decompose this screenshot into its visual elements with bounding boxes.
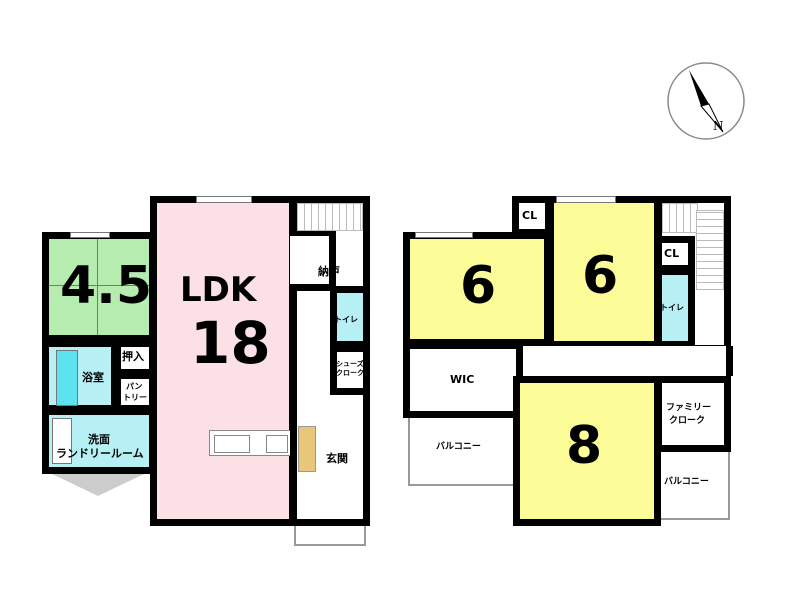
bedroom-middle-size: 6 bbox=[582, 246, 619, 306]
walk-in-closet bbox=[403, 342, 523, 418]
window bbox=[556, 196, 616, 203]
toilet-2f bbox=[655, 268, 695, 348]
bathtub bbox=[56, 350, 78, 406]
family-closet-label-1: ファミリー bbox=[666, 403, 712, 413]
shoe-closet-label-1: シューズ bbox=[336, 360, 364, 368]
closet-right-label: CL bbox=[664, 247, 680, 260]
compass: N bbox=[665, 60, 747, 142]
toilet-2f-label: トイレ bbox=[660, 303, 684, 312]
ldk-label: LDK bbox=[180, 270, 257, 310]
sink-icon bbox=[214, 435, 250, 453]
wash-basin bbox=[52, 418, 72, 464]
balcony-right bbox=[652, 448, 730, 520]
closet-left-label: CL bbox=[522, 209, 538, 222]
family-closet-label-2: クローク bbox=[669, 416, 706, 426]
bay-window bbox=[52, 474, 144, 496]
compass-icon bbox=[667, 62, 745, 140]
wic-label: WIC bbox=[450, 373, 475, 386]
stove-icon bbox=[266, 435, 288, 453]
stairs bbox=[297, 203, 363, 231]
north-label: N bbox=[713, 119, 724, 133]
bedroom-large-size: 8 bbox=[566, 416, 603, 476]
window bbox=[70, 232, 110, 238]
toilet-1f bbox=[330, 286, 370, 348]
bedroom-large bbox=[513, 376, 661, 526]
storage-room bbox=[290, 231, 336, 291]
family-closet bbox=[655, 376, 731, 452]
balcony-left bbox=[408, 410, 518, 486]
entrance-label: 玄関 bbox=[326, 452, 348, 465]
hallway-2f bbox=[518, 346, 733, 376]
shoe-closet-label-2: クローク bbox=[336, 369, 364, 377]
washroom-label-2: ランドリールーム bbox=[56, 447, 144, 460]
bedroom-left-size: 6 bbox=[460, 256, 497, 316]
stairs-top bbox=[662, 203, 698, 233]
balcony-right-label: バルコニー bbox=[664, 477, 709, 487]
washroom-label-1: 洗面 bbox=[88, 433, 110, 446]
toilet-1f-label: トイレ bbox=[334, 315, 358, 324]
pantry-label-1: パン bbox=[126, 382, 143, 391]
entrance-step bbox=[298, 426, 316, 472]
bathroom bbox=[42, 340, 118, 412]
ldk-size: 18 bbox=[190, 309, 271, 377]
japanese-room-size: 4.5 bbox=[60, 256, 153, 316]
kitchen-counter bbox=[209, 430, 291, 456]
stairs-side bbox=[696, 210, 724, 290]
window bbox=[415, 232, 473, 238]
storage-label: 納戸 bbox=[318, 265, 340, 278]
shoe-closet bbox=[330, 345, 370, 395]
bathroom-label: 浴室 bbox=[82, 371, 104, 384]
balcony-left-label: バルコニー bbox=[436, 442, 481, 452]
pantry-label-2: トリー bbox=[123, 393, 147, 402]
window bbox=[196, 196, 252, 203]
closet-label: 押入 bbox=[122, 350, 144, 363]
